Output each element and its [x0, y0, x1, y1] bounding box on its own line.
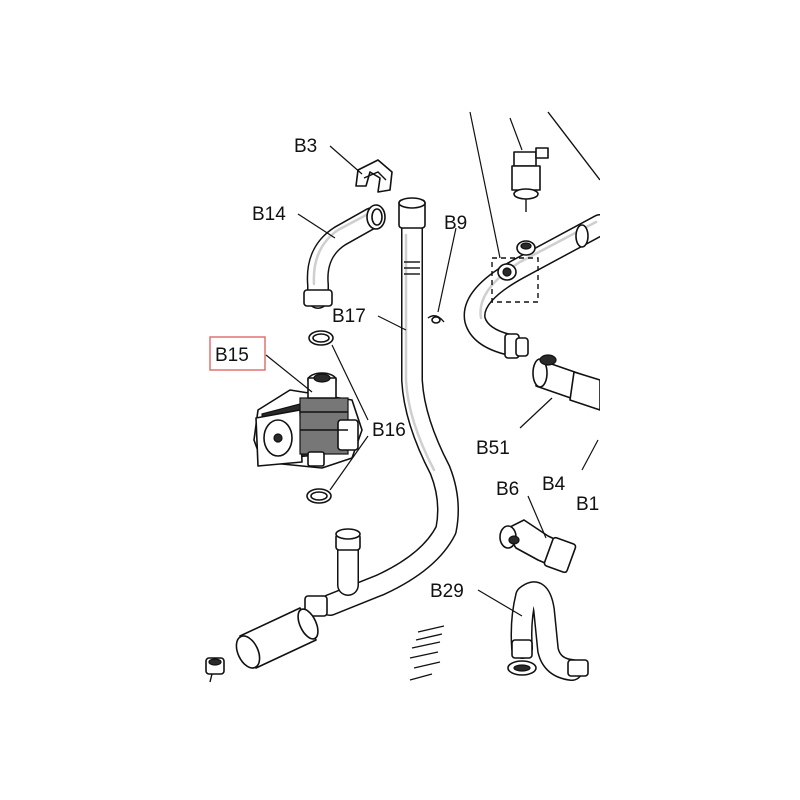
- part-b16-o-rings: [306, 330, 334, 504]
- bottom-edge-mask: [0, 687, 800, 800]
- part-b14-elbow-pipe: [303, 204, 386, 309]
- part-b17-long-pipe: [205, 197, 459, 683]
- label-b14[interactable]: B14: [252, 204, 286, 225]
- right-middle-assembly: [409, 439, 599, 681]
- label-b1[interactable]: B1: [576, 494, 599, 515]
- b15-highlight-box: [209, 336, 266, 371]
- label-b9[interactable]: B9: [444, 213, 467, 234]
- label-b29[interactable]: B29: [430, 581, 464, 602]
- right-edge-mask: [600, 0, 800, 800]
- leader-lines: [265, 145, 553, 617]
- label-b51[interactable]: B51: [476, 438, 510, 459]
- label-b4[interactable]: B4: [542, 474, 566, 495]
- label-b3[interactable]: B3: [294, 136, 317, 157]
- part-b51-sleeve: [532, 354, 601, 411]
- right-top-assembly: [463, 111, 611, 359]
- label-b6[interactable]: B6: [496, 479, 519, 500]
- label-b17[interactable]: B17: [332, 306, 366, 327]
- part-b3-clip: [355, 159, 393, 193]
- label-b16[interactable]: B16: [372, 420, 406, 441]
- part-b15-pump: [253, 372, 363, 469]
- label-b15[interactable]: B15: [215, 345, 249, 366]
- part-b9-clip: [427, 315, 445, 324]
